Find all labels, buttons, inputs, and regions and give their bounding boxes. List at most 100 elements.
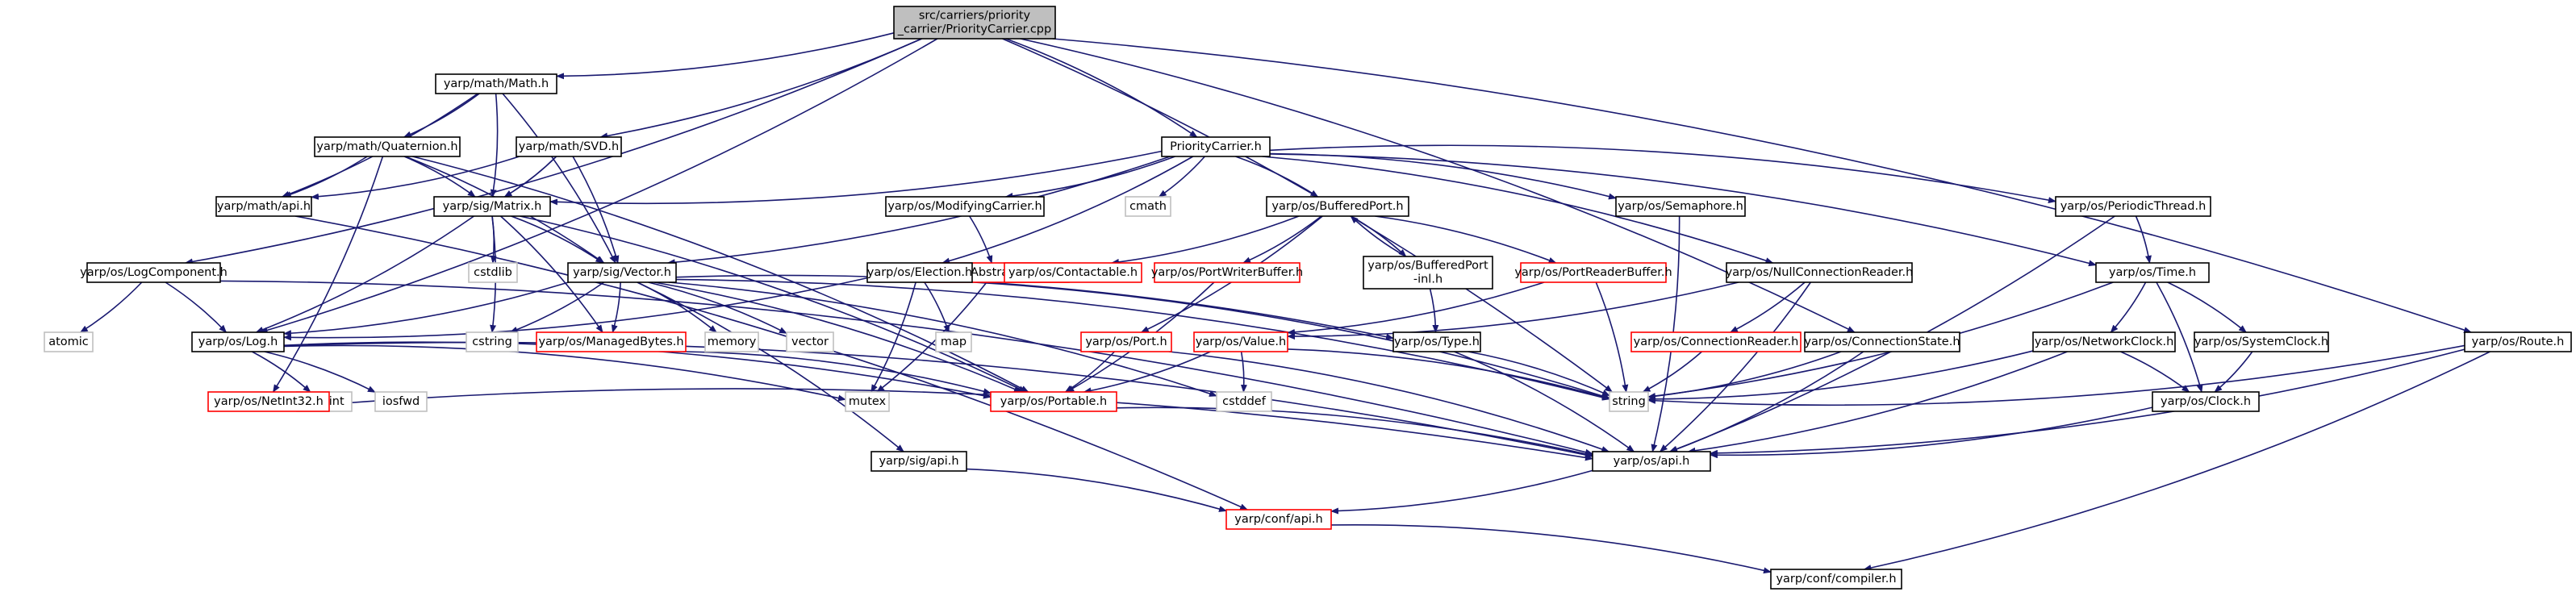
node-netint[interactable]: yarp/os/NetInt32.h <box>207 391 330 412</box>
node-periodic[interactable]: yarp/os/PeriodicThread.h <box>2055 196 2211 217</box>
node-value[interactable]: yarp/os/Value.h <box>1193 331 1288 352</box>
edge-route-to-string <box>1647 344 2465 406</box>
node-box <box>1592 451 1711 472</box>
node-osapi[interactable]: yarp/os/api.h <box>1592 451 1711 472</box>
node-netclock[interactable]: yarp/os/NetworkClock.h <box>2032 331 2176 352</box>
node-box <box>207 391 330 412</box>
edge-math-to-vector <box>502 93 616 264</box>
node-sigapi[interactable]: yarp/sig/api.h <box>870 451 967 472</box>
edge-vector-to-type <box>675 274 1394 340</box>
node-box <box>44 331 94 352</box>
edge-pc-to-election <box>941 156 1194 265</box>
node-label: vector <box>791 336 829 348</box>
node-label: string <box>1612 395 1646 408</box>
node-cmath: cmath <box>1125 196 1171 217</box>
edge-prb-to-value <box>1287 281 1545 336</box>
node-bpinl[interactable]: yarp/os/BufferedPort-inl.h <box>1363 256 1493 290</box>
node-cs[interactable]: yarp/os/ConnectionState.h <box>1804 331 1960 352</box>
node-election[interactable]: yarp/os/Election.h <box>866 262 973 283</box>
node-ncr[interactable]: yarp/os/NullConnectionReader.h <box>1726 262 1914 283</box>
node-atomic: atomic <box>44 331 94 352</box>
node-logcomp[interactable]: yarp/os/LogComponent.h <box>80 262 228 283</box>
node-label: yarp/sig/Matrix.h <box>443 200 542 213</box>
node-mathapi[interactable]: yarp/math/api.h <box>215 196 312 217</box>
node-box <box>1216 391 1272 412</box>
node-label: src/carriers/priority <box>919 10 1031 23</box>
node-box <box>2032 331 2176 352</box>
node-bufport[interactable]: yarp/os/BufferedPort.h <box>1266 196 1409 217</box>
node-svd[interactable]: yarp/math/SVD.h <box>516 136 622 157</box>
node-compiler[interactable]: yarp/conf/compiler.h <box>1770 569 1902 590</box>
node-portable[interactable]: yarp/os/Portable.h <box>990 391 1117 412</box>
node-pc[interactable]: PriorityCarrier.h <box>1161 136 1271 157</box>
edge-math-to-quat <box>403 93 480 138</box>
edge-log-to-iosfwd <box>264 351 376 393</box>
edge-route-to-compiler <box>1863 351 2490 571</box>
edge-log-to-osapi <box>283 341 1593 458</box>
node-managed[interactable]: yarp/os/ManagedBytes.h <box>536 331 687 352</box>
node-box <box>1363 256 1493 290</box>
node-time[interactable]: yarp/os/Time.h <box>2095 262 2210 283</box>
edge-pc-to-periodic <box>1269 144 2056 204</box>
node-box <box>1154 262 1301 283</box>
node-contact[interactable]: yarp/os/Contactable.h <box>1004 262 1142 283</box>
node-box <box>1193 331 1288 352</box>
node-label: yarp/os/NullConnectionReader.h <box>1726 266 1914 279</box>
node-string: string <box>1609 391 1649 412</box>
node-sysclock[interactable]: yarp/os/SystemClock.h <box>2194 331 2329 352</box>
node-pwb[interactable]: yarp/os/PortWriterBuffer.h <box>1151 262 1303 283</box>
node-label: yarp/os/Election.h <box>867 266 973 279</box>
edge-osapi-to-confapi <box>1330 469 1593 515</box>
node-vector[interactable]: yarp/sig/Vector.h <box>567 262 677 283</box>
edge-cs-to-osapi <box>1669 351 1864 452</box>
edge-bpinl-to-bufport <box>1350 215 1407 257</box>
edge-math-to-matrix <box>490 93 499 198</box>
edge-election-to-mutex <box>870 281 916 393</box>
edge-time-to-sysclock <box>2167 281 2247 333</box>
node-box <box>1615 196 1746 217</box>
edge-vector-to-cstddef <box>668 281 1217 397</box>
node-sema[interactable]: yarp/os/Semaphore.h <box>1615 196 1746 217</box>
node-route[interactable]: yarp/os/Route.h <box>2464 331 2572 352</box>
node-box <box>516 136 622 157</box>
node-port[interactable]: yarp/os/Port.h <box>1080 331 1172 352</box>
edge-route-to-osapi <box>1710 348 2465 456</box>
edge-time-to-string <box>1647 281 2114 399</box>
edge-log-to-mutex <box>283 344 846 402</box>
node-prb[interactable]: yarp/os/PortReaderBuffer.h <box>1514 262 1672 283</box>
node-cr[interactable]: yarp/os/ConnectionReader.h <box>1630 331 1802 352</box>
edge-sysclock-to-clock <box>2214 351 2253 393</box>
node-label: yarp/os/SystemClock.h <box>2194 336 2328 348</box>
node-label: yarp/os/Log.h <box>198 336 278 348</box>
node-box <box>215 196 312 217</box>
node-confapi[interactable]: yarp/conf/api.h <box>1225 509 1332 530</box>
node-matrix[interactable]: yarp/sig/Matrix.h <box>433 196 551 217</box>
node-math[interactable]: yarp/math/Math.h <box>435 73 557 94</box>
edge-root-to-svd <box>599 38 923 140</box>
node-label: yarp/math/Quaternion.h <box>316 140 457 153</box>
node-cstddef: cstddef <box>1216 391 1272 412</box>
node-box <box>1225 509 1332 530</box>
node-quat[interactable]: yarp/math/Quaternion.h <box>314 136 461 157</box>
node-box <box>191 331 285 352</box>
edge-netclock-to-osapi <box>1687 351 2068 454</box>
edge-ncr-to-value <box>1287 281 1739 340</box>
node-label: cmath <box>1129 200 1167 213</box>
edge-value-to-cstddef <box>1240 351 1247 393</box>
edge-sigapi-to-confapi <box>966 468 1227 512</box>
node-modcar[interactable]: yarp/os/ModifyingCarrier.h <box>885 196 1045 217</box>
edge-pc-to-time <box>1269 153 2097 267</box>
node-type[interactable]: yarp/os/Type.h <box>1392 331 1481 352</box>
edge-bpinl-to-type <box>1429 288 1439 333</box>
node-label: yarp/os/NetInt32.h <box>214 395 324 408</box>
node-label: atomic <box>48 336 89 348</box>
node-box <box>86 262 221 283</box>
node-log[interactable]: yarp/os/Log.h <box>191 331 285 352</box>
edge-value-to-portable <box>1083 351 1211 394</box>
node-root[interactable]: src/carriers/priority_carrier/PriorityCa… <box>893 6 1056 40</box>
edge-netclock-to-clock <box>2120 351 2190 393</box>
edge-netint-to-osapi <box>328 388 1593 461</box>
node-clock[interactable]: yarp/os/Clock.h <box>2152 391 2260 412</box>
edge-bufport-to-contact <box>1111 215 1300 265</box>
edge-logcomp-to-osapi <box>219 280 1593 456</box>
